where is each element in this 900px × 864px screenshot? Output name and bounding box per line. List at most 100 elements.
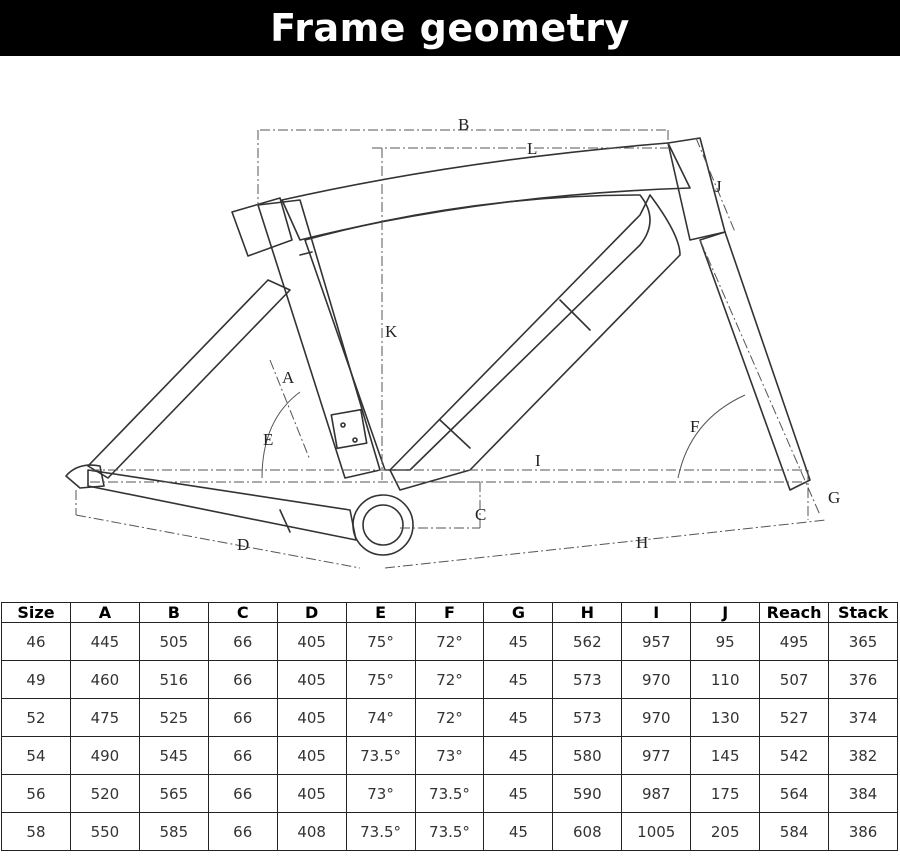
table-cell: 75° [345,622,416,661]
table-cell: 405 [276,736,347,775]
table-cell: 66 [207,698,278,737]
label-i: I [535,451,541,470]
table-cell: 73.5° [414,774,485,813]
table-cell: 45 [483,774,554,813]
table-cell: 145 [690,736,761,775]
table-cell: 66 [207,774,278,813]
table-cell: 562 [552,622,623,661]
angle-f-arc [677,394,746,479]
table-cell: 66 [207,812,278,851]
table-cell: 45 [483,660,554,699]
col-header: I [621,602,692,623]
table-cell: 405 [276,698,347,737]
table-cell: 73.5° [345,736,416,775]
page-title: Frame geometry [270,6,630,50]
table-cell: 987 [621,774,692,813]
col-header: Reach [759,602,830,623]
table-cell: 72° [414,660,485,699]
table-cell: 66 [207,736,278,775]
table-cell: 45 [483,622,554,661]
col-header: B [138,602,209,623]
table-cell: 970 [621,660,692,699]
col-header: H [552,602,623,623]
title-bar: Frame geometry [0,0,900,56]
table-cell: 590 [552,774,623,813]
label-b: B [458,115,469,134]
table-cell: 405 [276,660,347,699]
table-cell: 445 [69,622,140,661]
table-cell: 520 [69,774,140,813]
table-cell: 580 [552,736,623,775]
table-cell: 490 [69,736,140,775]
dim-j [695,137,736,233]
table-cell: 505 [138,622,209,661]
size-cell: 54 [1,736,71,775]
table-cell: 382 [828,736,898,775]
table-cell: 573 [552,698,623,737]
table-cell: 45 [483,736,554,775]
down-tube [389,194,681,491]
label-e: E [263,430,273,449]
label-j: J [715,177,722,196]
table-cell: 110 [690,660,761,699]
table-cell: 516 [138,660,209,699]
table-cell: 75° [345,660,416,699]
table-cell: 95 [690,622,761,661]
table-cell: 408 [276,812,347,851]
table-header-row: Size A B C D E F G H I J Reach Stack [1,602,898,623]
dim-f-axis [699,239,821,516]
col-header: G [483,602,554,623]
table-cell: 73.5° [345,812,416,851]
table-cell: 977 [621,736,692,775]
col-header: D [276,602,347,623]
table-cell: 957 [621,622,692,661]
size-cell: 56 [1,774,71,813]
size-cell: 49 [1,660,71,699]
angle-e-arc [261,391,301,479]
fork [699,231,811,491]
col-header: A [69,602,140,623]
table-cell: 73.5° [414,812,485,851]
table-cell: 365 [828,622,898,661]
table-cell: 73° [414,736,485,775]
table-cell: 527 [759,698,830,737]
label-g: G [828,488,840,507]
size-cell: 52 [1,698,71,737]
table-cell: 550 [69,812,140,851]
frame-diagram: B L J K A E F I G C D H [65,115,840,569]
table-cell: 460 [69,660,140,699]
seat-post [231,197,293,257]
label-c: C [475,505,486,524]
col-header: C [207,602,278,623]
table-cell: 970 [621,698,692,737]
table-cell: 175 [690,774,761,813]
rear-dropout [65,464,105,489]
label-l: L [527,139,537,158]
table-cell: 608 [552,812,623,851]
table-cell: 45 [483,698,554,737]
label-k: K [385,322,398,341]
label-d: D [237,535,249,554]
bottom-bracket [352,494,414,556]
table-cell: 72° [414,698,485,737]
size-cell: 58 [1,812,71,851]
seat-stay [87,279,291,479]
table-cell: 565 [138,774,209,813]
table-cell: 73° [345,774,416,813]
col-header: E [345,602,416,623]
col-header: F [414,602,485,623]
table-cell: 495 [759,622,830,661]
table-cell: 384 [828,774,898,813]
table-cell: 72° [414,622,485,661]
label-a: A [282,368,295,387]
table-cell: 205 [690,812,761,851]
table-cell: 405 [276,774,347,813]
table-cell: 376 [828,660,898,699]
